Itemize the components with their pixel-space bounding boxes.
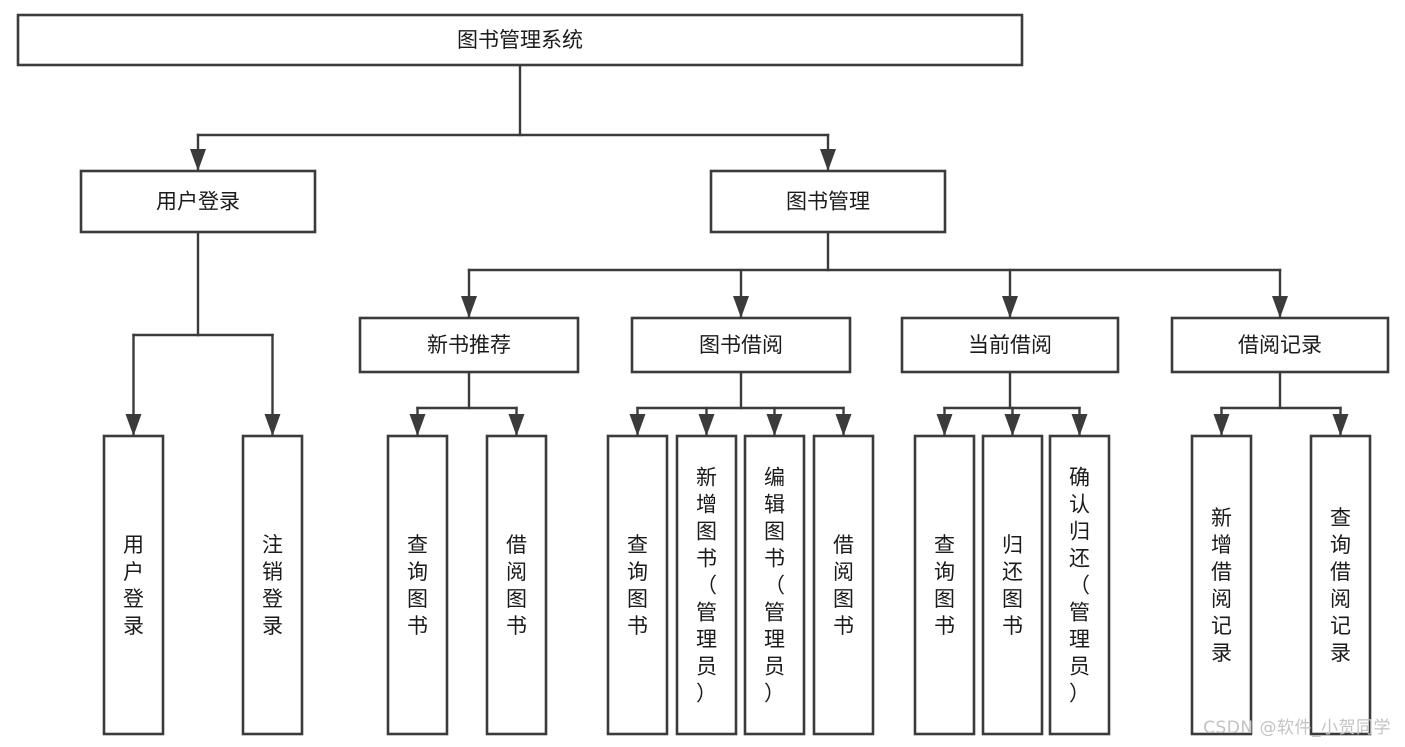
node-box[interactable] [913,434,976,736]
node-label: 查询图书 [934,533,955,638]
node-leaf-borrow-book-1[interactable]: 借阅图书 [485,434,548,736]
arrow-head-icon [125,414,142,436]
node-box[interactable] [485,434,548,736]
node-label: 借阅图书 [506,533,527,638]
arrow-head-icon [1272,296,1288,318]
arrow-head-icon [508,414,525,436]
connector-user-login-bus [125,230,281,438]
node-leaf-edit-book[interactable]: 编辑图书（管理员） [743,434,806,736]
node-box[interactable] [386,434,449,736]
connector-layer [125,63,1349,438]
node-book-manage[interactable]: 图书管理 [709,169,947,234]
arrow-head-icon [766,414,783,436]
node-leaf-borrow-book-2[interactable]: 借阅图书 [812,434,875,736]
node-label: 图书管理 [786,190,870,214]
node-label: 新增图书（管理员） [696,466,717,706]
node-box[interactable] [1170,316,1390,374]
node-layer: 图书管理系统用户登录图书管理新书推荐图书借阅当前借阅借阅记录用户登录注销登录查询… [16,13,1390,736]
node-current-borrow[interactable]: 当前借阅 [900,316,1120,374]
connector-book-manage-bus [461,230,1288,320]
arrow-head-icon [698,414,715,436]
connector-root-bus [190,63,836,173]
node-box[interactable] [241,434,304,736]
node-leaf-query-book-2[interactable]: 查询图书 [606,434,669,736]
node-label: 图书管理系统 [457,28,583,52]
node-label: 查询图书 [627,533,648,638]
node-label: 用户登录 [123,533,144,638]
arrow-head-icon [1004,414,1021,436]
arrow-head-icon [1071,414,1088,436]
node-leaf-query-book-1[interactable]: 查询图书 [386,434,449,736]
node-new-book-rec[interactable]: 新书推荐 [358,316,580,374]
node-leaf-return-book[interactable]: 归还图书 [981,434,1044,736]
arrow-head-icon [190,149,206,171]
node-label: 图书借阅 [699,333,783,357]
node-leaf-user-logout[interactable]: 注销登录 [241,434,304,736]
connector-new-book-rec-bus [409,370,525,438]
node-box[interactable] [1309,434,1372,736]
node-box[interactable] [1190,434,1253,736]
node-label: 借阅记录 [1238,333,1322,357]
node-label: 新增借阅记录 [1211,506,1232,665]
node-borrow-record[interactable]: 借阅记录 [1170,316,1390,374]
node-box[interactable] [79,169,317,234]
arrow-head-icon [1002,296,1018,318]
node-box[interactable] [900,316,1120,374]
arrow-head-icon [1332,414,1349,436]
node-box[interactable] [981,434,1044,736]
node-box[interactable] [630,316,852,374]
node-label: 查询图书 [407,533,428,638]
connector-book-borrow-bus [629,370,852,438]
arrow-head-icon [820,149,836,171]
arrow-head-icon [936,414,953,436]
node-box[interactable] [16,13,1024,67]
node-box[interactable] [606,434,669,736]
node-label: 当前借阅 [968,333,1052,357]
node-label: 归还图书 [1002,533,1023,638]
node-leaf-add-record[interactable]: 新增借阅记录 [1190,434,1253,736]
node-label: 注销登录 [262,533,283,638]
arrow-head-icon [629,414,646,436]
node-label: 查询借阅记录 [1330,506,1351,665]
node-box[interactable] [709,169,947,234]
arrow-head-icon [733,296,749,318]
node-user-login[interactable]: 用户登录 [79,169,317,234]
node-box[interactable] [1048,434,1111,736]
node-box[interactable] [743,434,806,736]
node-label: 确认归还（管理员） [1069,466,1090,706]
node-label: 新书推荐 [427,333,511,357]
node-leaf-query-record[interactable]: 查询借阅记录 [1309,434,1372,736]
arrow-head-icon [1213,414,1230,436]
node-label: 编辑图书（管理员） [764,466,785,706]
node-book-borrow[interactable]: 图书借阅 [630,316,852,374]
node-box[interactable] [812,434,875,736]
arrow-head-icon [835,414,852,436]
arrow-head-icon [461,296,477,318]
node-label: 用户登录 [156,190,240,214]
node-root-title[interactable]: 图书管理系统 [16,13,1024,67]
node-box[interactable] [102,434,165,736]
arrow-head-icon [409,414,426,436]
connector-current-borrow-bus [936,370,1088,438]
node-leaf-query-book-3[interactable]: 查询图书 [913,434,976,736]
node-label: 借阅图书 [833,533,854,638]
node-leaf-user-login[interactable]: 用户登录 [102,434,165,736]
node-box[interactable] [358,316,580,374]
node-box[interactable] [675,434,738,736]
connector-borrow-record-bus [1213,370,1349,438]
node-leaf-add-book[interactable]: 新增图书（管理员） [675,434,738,736]
node-leaf-confirm-return[interactable]: 确认归还（管理员） [1048,434,1111,736]
arrow-head-icon [264,414,281,436]
